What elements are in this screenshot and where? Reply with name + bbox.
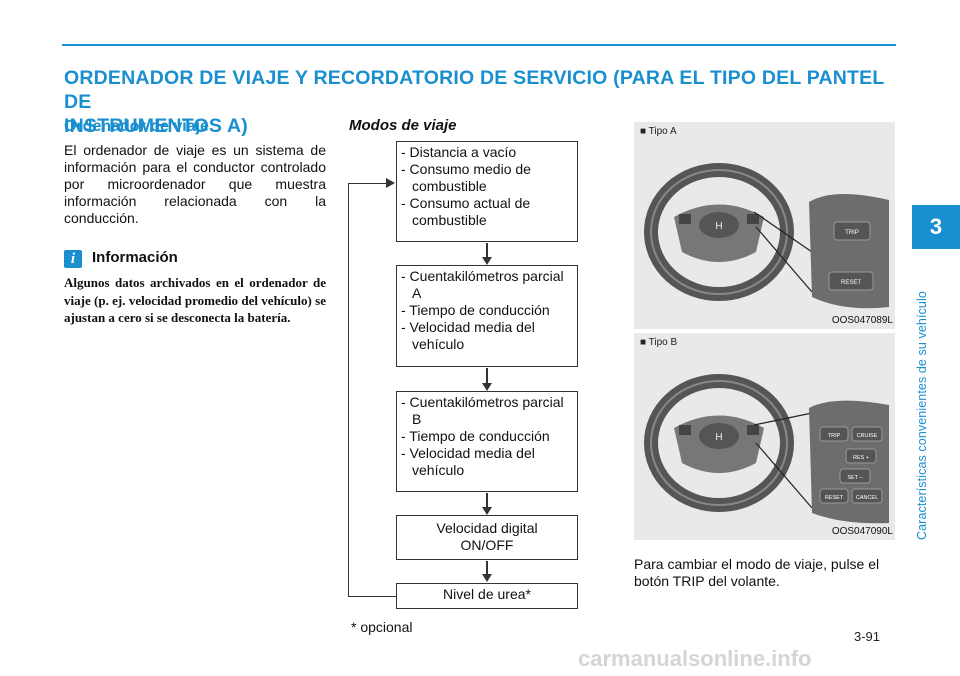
trip-instruction: Para cambiar el modo de viaje, pulse el … [634, 556, 880, 589]
flow-arrow-head [482, 574, 492, 582]
info-heading: Información [92, 249, 178, 266]
steering-wheel-b-svg: H TRIP CRUISE RES + SET − RESET CANCEL [644, 374, 889, 524]
image-code: OOS047090L [831, 526, 893, 537]
image-caption: ■ Tipo A [640, 126, 677, 137]
mode-box-4: Velocidad digital ON/OFF [396, 515, 578, 560]
loop-line-left [348, 183, 349, 596]
image-code: OOS047089L [831, 315, 893, 326]
wheel-b-button-label: RESET [825, 495, 844, 501]
image-caption: ■ Tipo B [640, 337, 678, 348]
wheel-b-button-label: SET − [847, 475, 862, 481]
watermark: carmanualsonline.info [578, 646, 812, 671]
mode-box-2: - Cuentakilómetros parcial A - Tiempo de… [396, 265, 578, 367]
section-title-line-1: ORDENADOR DE VIAJE Y RECORDATORIO DE SER… [64, 67, 885, 113]
mode-box-1: - Distancia a vacío - Consumo medio de c… [396, 141, 578, 242]
wheel-a-button-label: RESET [841, 280, 861, 286]
svg-text:H: H [715, 221, 722, 232]
flow-arrow-head [482, 257, 492, 265]
mode-box-2-item: - Velocidad media del vehículo [401, 319, 535, 352]
mode-box-2-item: - Tiempo de conducción [401, 302, 550, 318]
mode-box-4-label: Velocidad digital ON/OFF [436, 520, 538, 553]
mode-box-3: - Cuentakilómetros parcial B - Tiempo de… [396, 391, 578, 492]
flow-arrow-shaft [486, 368, 488, 384]
flow-arrow-shaft [486, 561, 488, 575]
loop-line-bottom-left [348, 596, 378, 597]
intro-paragraph: El ordenador de viaje es un sistema de i… [64, 142, 326, 226]
wheel-b-button-label: CANCEL [856, 495, 878, 501]
section-title: ORDENADOR DE VIAJE Y RECORDATORIO DE SER… [64, 66, 894, 138]
steering-wheel-a-svg: H TRIP RESET [644, 163, 889, 309]
mode-box-3-item: - Tiempo de conducción [401, 428, 550, 444]
footnote: * opcional [351, 619, 413, 635]
chapter-title-vertical: Características convenientes de su vehíc… [915, 291, 929, 540]
info-paragraph: Algunos datos archivados en el ordenador… [64, 275, 326, 325]
flow-arrow-head [482, 507, 492, 515]
wheel-b-button-label: TRIP [828, 433, 841, 439]
loop-line-bottom [378, 596, 397, 597]
info-icon: i [64, 250, 82, 268]
loop-arrow-head [386, 178, 395, 188]
mode-box-3-item: - Velocidad media del vehículo [401, 445, 535, 478]
header-rule [62, 44, 896, 46]
wheel-b-button-label: RES + [853, 455, 869, 461]
flow-arrow-head [482, 383, 492, 391]
mode-box-1-item: - Consumo actual de combustible [401, 195, 531, 228]
mode-box-5-label: Nivel de urea* [443, 586, 531, 602]
mode-box-2-item: - Cuentakilómetros parcial A [401, 268, 564, 301]
wheel-a-button-label: TRIP [845, 230, 859, 236]
section-title-line-2: INSTRUMENTOS A) [64, 115, 248, 137]
page-number: 3-91 [854, 629, 881, 644]
mode-box-5: Nivel de urea* [396, 583, 578, 609]
steering-wheel-image-type-b: ■ Tipo B H TRIP CRUISE RES + SET − RESET… [634, 333, 895, 540]
subheading: Ordenador de viaje [64, 118, 209, 135]
mode-box-1-item: - Distancia a vacío [401, 144, 517, 160]
mode-box-1-item: - Consumo medio de combustible [401, 161, 531, 194]
flow-arrow-shaft [486, 493, 488, 508]
modes-heading: Modos de viaje [349, 117, 457, 134]
loop-line-top [348, 183, 388, 184]
svg-text:H: H [715, 432, 722, 443]
steering-wheel-image-type-a: ■ Tipo A H TRIP RESET OOS047089L [634, 122, 895, 329]
flow-arrow-shaft [486, 243, 488, 258]
chapter-tab: 3 [912, 205, 960, 249]
wheel-b-button-label: CRUISE [857, 433, 878, 439]
mode-box-3-item: - Cuentakilómetros parcial B [401, 394, 564, 427]
